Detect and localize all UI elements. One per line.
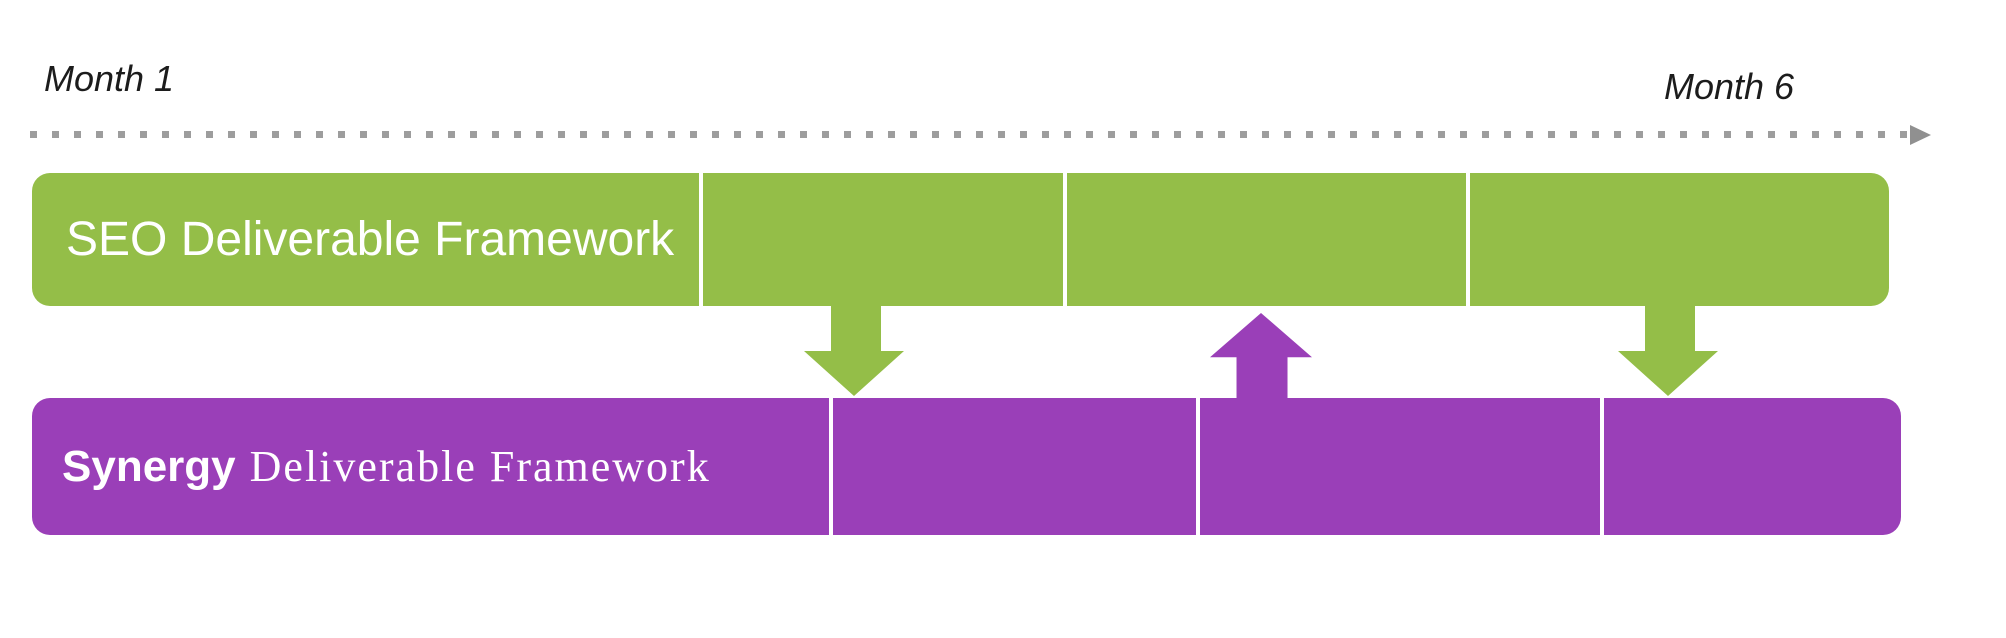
synergy-framework-bar: Synergy Deliverable Framework bbox=[32, 398, 1901, 535]
phase-divider bbox=[829, 398, 833, 535]
timeline-end-label: Month 6 bbox=[1664, 66, 1795, 107]
down-arrow-icon bbox=[804, 306, 904, 396]
up-arrow-icon bbox=[1210, 313, 1312, 398]
seo-framework-bar: SEO Deliverable Framework bbox=[32, 173, 1889, 306]
synergy-framework-label: Synergy Deliverable Framework bbox=[32, 441, 711, 492]
seo-framework-label: SEO Deliverable Framework bbox=[66, 213, 675, 266]
phase-divider bbox=[1466, 173, 1470, 306]
phase-divider bbox=[1196, 398, 1200, 535]
synergy-framework-text: Deliverable Framework bbox=[249, 442, 711, 491]
timeline-start-label: Month 1 bbox=[44, 58, 175, 99]
phase-divider bbox=[699, 173, 703, 306]
down-arrow-icon bbox=[1618, 306, 1718, 396]
timeline-arrowhead-icon bbox=[1910, 125, 1931, 145]
phase-divider bbox=[1063, 173, 1067, 306]
synergy-brand-text: Synergy bbox=[62, 442, 236, 491]
phase-divider bbox=[1600, 398, 1604, 535]
timeline-dotted-line bbox=[30, 131, 1910, 138]
